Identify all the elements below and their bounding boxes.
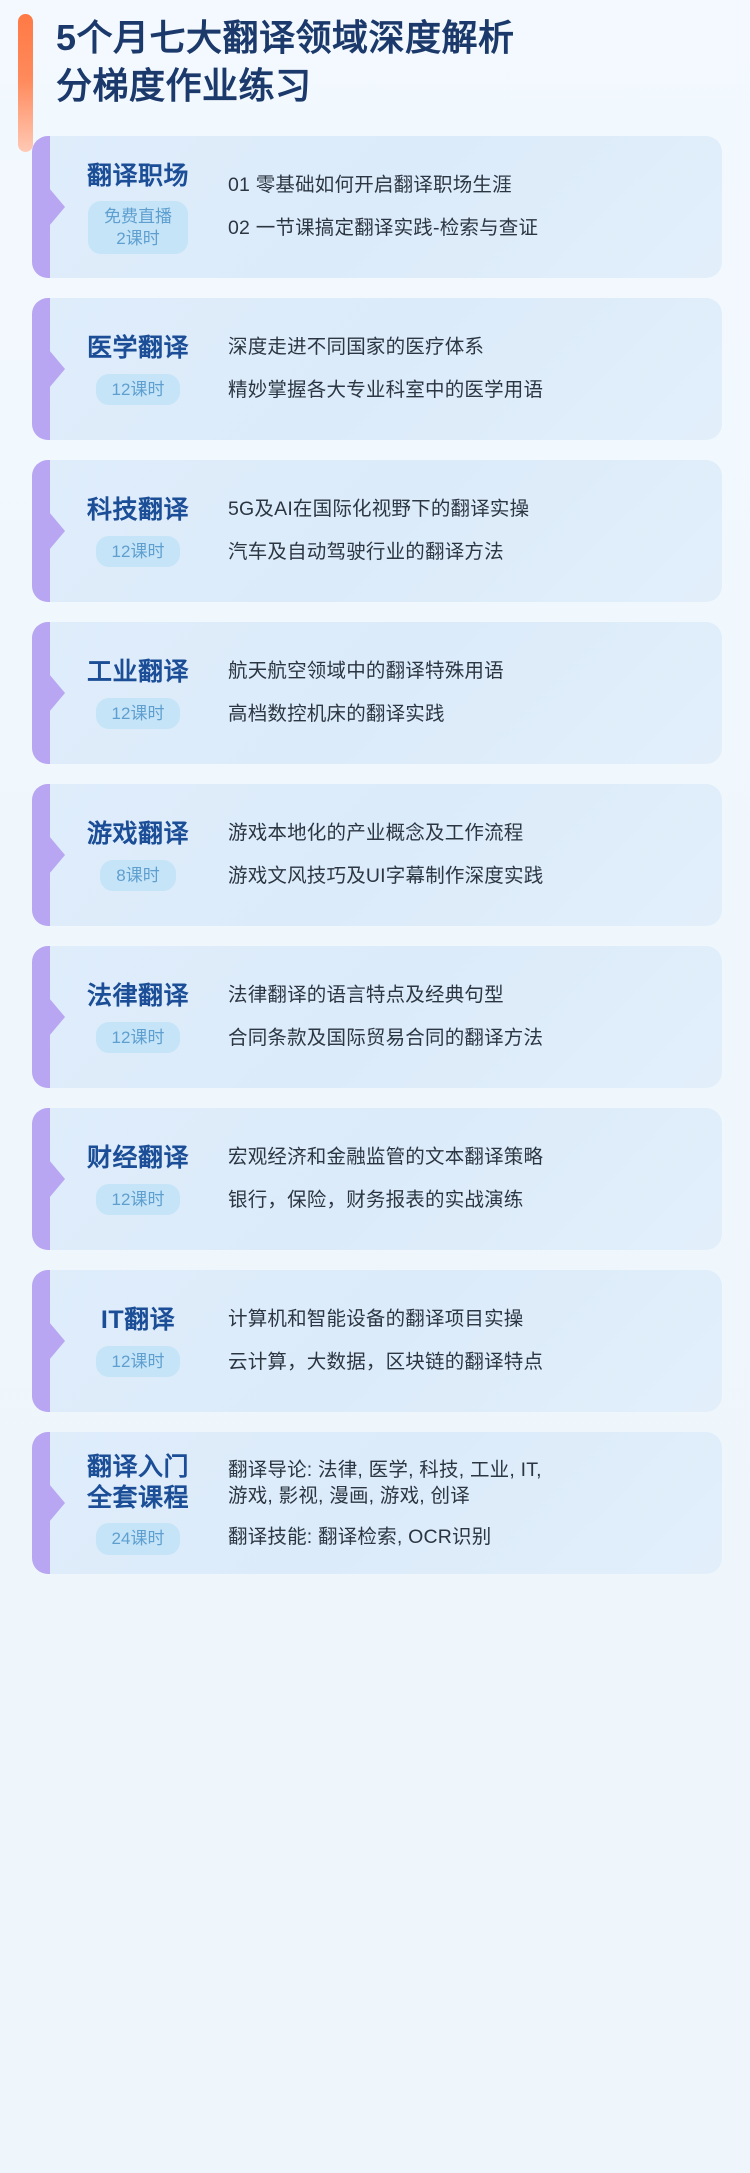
chevron-tab-icon xyxy=(32,1270,50,1413)
card-category-block: 法律翻译 12课时 xyxy=(66,981,218,1054)
hours-badge: 12课时 xyxy=(95,535,181,568)
lesson-item: 游戏本地化的产业概念及工作流程 xyxy=(228,822,524,845)
course-card[interactable]: 财经翻译 12课时 宏观经济和金融监管的文本翻译策略 银行，保险，财务报表的实战… xyxy=(32,1108,722,1251)
hours-badge: 24课时 xyxy=(95,1523,181,1556)
course-card[interactable]: 翻译职场 免费直播 2课时 01 零基础如何开启翻译职场生涯 02 一节课搞定翻… xyxy=(32,136,722,279)
lesson-item: 宏观经济和金融监管的文本翻译策略 xyxy=(228,1146,544,1169)
lesson-item: 精妙掌握各大专业科室中的医学用语 xyxy=(228,379,544,402)
lesson-item: 航天航空领域中的翻译特殊用语 xyxy=(228,660,504,683)
category-title: 游戏翻译 xyxy=(86,820,189,849)
chevron-tab-icon xyxy=(32,1108,50,1251)
course-card[interactable]: 翻译入门 全套课程 24课时 翻译导论: 法律, 医学, 科技, 工业, IT,… xyxy=(32,1432,722,1575)
lesson-item: 翻译技能: 翻译检索, OCR识别 xyxy=(228,1525,492,1548)
card-category-block: IT翻译 12课时 xyxy=(66,1305,218,1378)
lesson-item: 合同条款及国际贸易合同的翻译方法 xyxy=(228,1027,544,1050)
chevron-tab-icon xyxy=(32,784,50,927)
hours-badge: 12课时 xyxy=(95,1021,181,1054)
chevron-tab-icon xyxy=(32,136,50,279)
course-card[interactable]: IT翻译 12课时 计算机和智能设备的翻译项目实操 云计算，大数据，区块链的翻译… xyxy=(32,1270,722,1413)
category-title: 科技翻译 xyxy=(86,496,189,525)
card-category-block: 财经翻译 12课时 xyxy=(66,1143,218,1216)
chevron-tab-icon xyxy=(32,298,50,441)
lesson-item: 高档数控机床的翻译实践 xyxy=(228,703,445,726)
lesson-item: 法律翻译的语言特点及经典句型 xyxy=(228,984,504,1007)
hours-badge: 12课时 xyxy=(95,373,181,406)
category-title: 工业翻译 xyxy=(86,658,189,687)
lesson-item: 银行，保险，财务报表的实战演练 xyxy=(228,1189,524,1212)
category-title: 翻译职场 xyxy=(86,161,189,190)
lesson-item: 02 一节课搞定翻译实践-检索与查证 xyxy=(228,217,539,240)
lesson-item: 翻译导论: 法律, 医学, 科技, 工业, IT, 游戏, 影视, 漫画, 游戏… xyxy=(228,1459,542,1508)
category-title: 法律翻译 xyxy=(86,982,189,1011)
course-card-list: 翻译职场 免费直播 2课时 01 零基础如何开启翻译职场生涯 02 一节课搞定翻… xyxy=(0,136,750,1575)
card-lesson-list: 计算机和智能设备的翻译项目实操 云计算，大数据，区块链的翻译特点 xyxy=(218,1307,704,1376)
card-category-block: 翻译职场 免费直播 2课时 xyxy=(66,161,218,255)
card-lesson-list: 法律翻译的语言特点及经典句型 合同条款及国际贸易合同的翻译方法 xyxy=(218,983,704,1052)
chevron-tab-icon xyxy=(32,460,50,603)
chevron-tab-icon xyxy=(32,1432,50,1575)
lesson-item: 汽车及自动驾驶行业的翻译方法 xyxy=(228,541,504,564)
card-category-block: 翻译入门 全套课程 24课时 xyxy=(66,1452,218,1556)
card-lesson-list: 宏观经济和金融监管的文本翻译策略 银行，保险，财务报表的实战演练 xyxy=(218,1145,704,1214)
card-category-block: 工业翻译 12课时 xyxy=(66,657,218,730)
category-title: 翻译入门 全套课程 xyxy=(86,1452,189,1513)
card-category-block: 科技翻译 12课时 xyxy=(66,495,218,568)
category-title: 医学翻译 xyxy=(86,334,189,363)
course-card[interactable]: 科技翻译 12课时 5G及AI在国际化视野下的翻译实操 汽车及自动驾驶行业的翻译… xyxy=(32,460,722,603)
lesson-item: 云计算，大数据，区块链的翻译特点 xyxy=(228,1351,544,1374)
lesson-item: 01 零基础如何开启翻译职场生涯 xyxy=(228,174,512,197)
category-title: IT翻译 xyxy=(100,1306,176,1335)
hours-badge: 8课时 xyxy=(100,859,176,892)
card-lesson-list: 深度走进不同国家的医疗体系 精妙掌握各大专业科室中的医学用语 xyxy=(218,335,704,404)
lesson-item: 计算机和智能设备的翻译项目实操 xyxy=(228,1308,524,1331)
card-lesson-list: 游戏本地化的产业概念及工作流程 游戏文风技巧及UI字幕制作深度实践 xyxy=(218,821,704,890)
card-lesson-list: 5G及AI在国际化视野下的翻译实操 汽车及自动驾驶行业的翻译方法 xyxy=(218,497,704,566)
card-lesson-list: 航天航空领域中的翻译特殊用语 高档数控机床的翻译实践 xyxy=(218,659,704,728)
hours-badge: 免费直播 2课时 xyxy=(88,200,188,255)
poster-header: 5个月七大翻译领域深度解析 分梯度作业练习 xyxy=(0,0,750,152)
hours-badge: 12课时 xyxy=(95,1183,181,1216)
lesson-item: 游戏文风技巧及UI字幕制作深度实践 xyxy=(228,865,544,888)
card-lesson-list: 01 零基础如何开启翻译职场生涯 02 一节课搞定翻译实践-检索与查证 xyxy=(218,173,704,242)
card-category-block: 医学翻译 12课时 xyxy=(66,333,218,406)
course-card[interactable]: 法律翻译 12课时 法律翻译的语言特点及经典句型 合同条款及国际贸易合同的翻译方… xyxy=(32,946,722,1089)
lesson-item: 深度走进不同国家的医疗体系 xyxy=(228,336,485,359)
course-card[interactable]: 医学翻译 12课时 深度走进不同国家的医疗体系 精妙掌握各大专业科室中的医学用语 xyxy=(32,298,722,441)
category-title: 财经翻译 xyxy=(86,1144,189,1173)
accent-bar-decoration xyxy=(18,14,33,152)
card-category-block: 游戏翻译 8课时 xyxy=(66,819,218,892)
hours-badge: 12课时 xyxy=(95,697,181,730)
hours-badge: 12课时 xyxy=(95,1345,181,1378)
chevron-tab-icon xyxy=(32,622,50,765)
page-title: 5个月七大翻译领域深度解析 分梯度作业练习 xyxy=(56,17,515,107)
chevron-tab-icon xyxy=(32,946,50,1089)
course-card[interactable]: 工业翻译 12课时 航天航空领域中的翻译特殊用语 高档数控机床的翻译实践 xyxy=(32,622,722,765)
lesson-item: 5G及AI在国际化视野下的翻译实操 xyxy=(228,498,530,521)
card-lesson-list: 翻译导论: 法律, 医学, 科技, 工业, IT, 游戏, 影视, 漫画, 游戏… xyxy=(218,1457,704,1549)
course-card[interactable]: 游戏翻译 8课时 游戏本地化的产业概念及工作流程 游戏文风技巧及UI字幕制作深度… xyxy=(32,784,722,927)
